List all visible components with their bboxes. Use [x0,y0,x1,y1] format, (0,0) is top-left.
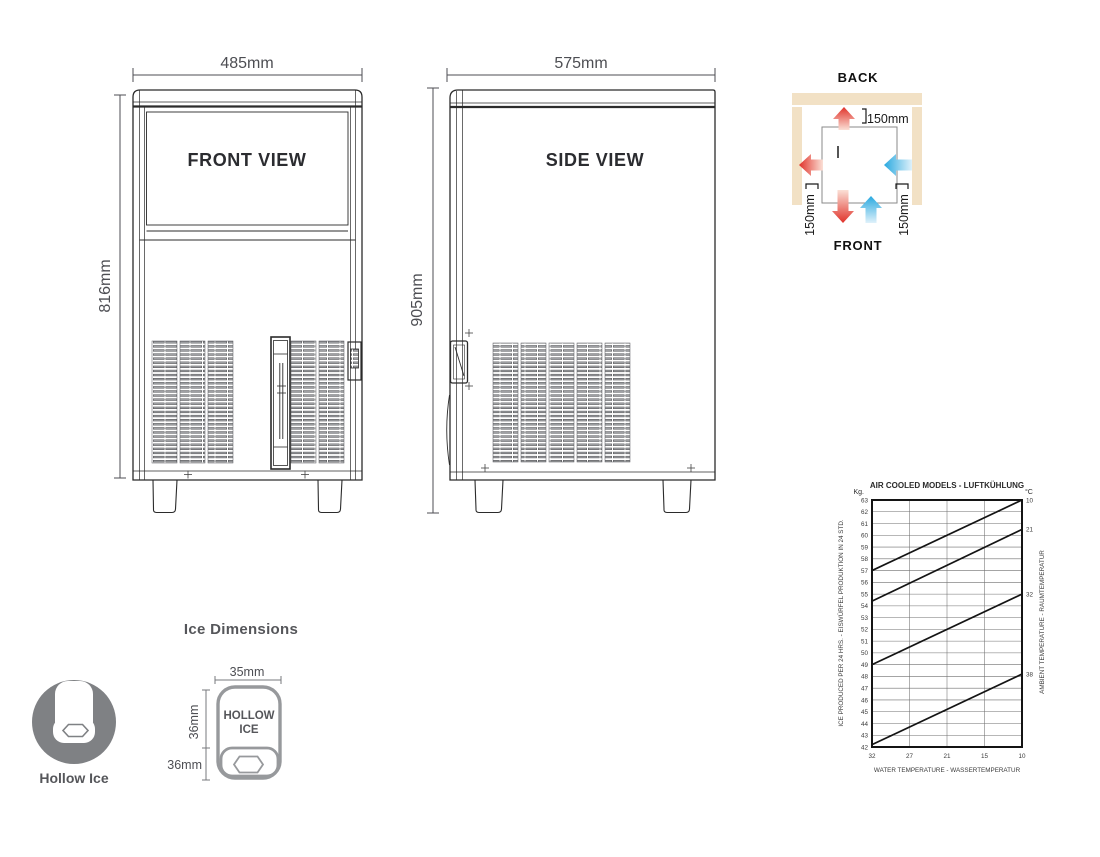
y-tick-label: 42 [861,744,869,751]
x-tick-label: 15 [981,753,989,760]
y-tick-label: 45 [861,709,869,716]
ice-height-label: 36mm [187,705,201,740]
hot-air-arrow-left-icon [799,154,823,176]
ice-dimensions-title: Ice Dimensions [183,621,299,638]
side-height-dimension: 905mm [409,87,439,514]
y-tick-label: 56 [861,580,869,587]
x-tick-label: 27 [906,753,914,760]
chart-title: AIR COOLED MODELS - LUFTKÜHLUNG [870,481,1024,490]
side-view-title: SIDE VIEW [546,150,644,170]
clearance-left-label: 150mm [803,194,817,236]
side-height-label: 905mm [409,273,426,326]
front-height-label: 816mm [97,259,114,312]
chart-left-unit: Kg. [853,489,864,496]
y-tick-label: 43 [861,733,869,740]
chart-border [871,499,1023,748]
ice-cube-drawing: 35mm HOLLOW ICE 36mm 36mm [167,665,282,781]
y-tick-label: 55 [861,591,869,598]
ice-width-dimension [214,676,282,684]
front-screw-marks [184,470,309,479]
hollow-ice-glyph-icon [53,681,95,743]
right-tick-label: 38 [1026,671,1034,678]
front-legs [152,479,343,514]
y-tick-label: 59 [861,544,869,551]
y-tick-label: 47 [861,685,869,692]
series-line-10 [871,499,1023,572]
series-line-32 [871,593,1023,666]
ice-height-dimension [202,689,210,781]
y-tick-label: 62 [861,509,869,516]
hot-air-arrow-down-icon [832,190,854,223]
front-view-title: FRONT VIEW [188,150,307,170]
clearance-walls [792,93,922,205]
clearance-right-label: 150mm [897,194,911,236]
y-tick-label: 46 [861,697,869,704]
y-tick-label: 48 [861,674,869,681]
front-width-label: 485mm [220,55,273,72]
ice-cube-outline-icon [216,685,282,780]
side-view-drawing: 575mm 905mm SIDE VIEW [409,55,716,514]
y-tick-label: 61 [861,521,869,528]
front-side-latch [347,341,362,381]
ice-cube-word2: ICE [239,724,259,736]
y-tick-label: 57 [861,568,869,575]
side-screw-marks [465,329,695,472]
hollow-ice-label: Hollow Ice [39,770,108,786]
chart-ylabel: ICE PRODUCED PER 24 HRS. - EISWÜRFEL PRO… [837,519,845,726]
side-door-latch [449,340,469,384]
ice-width-label: 35mm [230,665,265,679]
production-chart: AIR COOLED MODELS - LUFTKÜHLUNG Kg. °C 4… [837,481,1046,774]
y-tick-label: 54 [861,603,869,610]
side-vent-grilles [492,342,631,463]
side-legs [474,479,692,514]
chart-xlabel: WATER TEMPERATURE - WASSERTEMPERATUR [874,767,1021,774]
front-width-dimension: 485mm [132,55,363,82]
front-vent-grilles [151,340,345,464]
front-cabinet-outline [132,89,363,481]
clearance-diagram: BACK 150mm 150mm 150mm FRONT [792,70,922,253]
series-line-21 [871,528,1023,602]
y-tick-label: 58 [861,556,869,563]
x-tick-label: 10 [1018,753,1026,760]
clearance-brackets [805,108,909,189]
front-view-drawing: 485mm 816mm FRONT VIEW [97,55,363,514]
y-tick-label: 50 [861,650,869,657]
y-tick-label: 49 [861,662,869,669]
hollow-ice-badge: Hollow Ice [32,680,116,786]
cold-air-arrow-up-icon [860,196,882,223]
clearance-top-label: 150mm [867,112,909,126]
side-width-dimension: 575mm [446,55,716,82]
right-tick-label: 10 [1026,497,1034,504]
y-tick-label: 51 [861,638,869,645]
chart-right-label: AMBIENT TEMPERATURE - RAUMTEMPERATUR [1039,550,1046,694]
clearance-front-label: FRONT [834,238,883,253]
cold-air-arrow-in-icon [884,154,912,176]
hot-air-arrow-up-icon [833,107,855,130]
side-cabinet-outline [446,89,716,481]
right-tick-label: 21 [1026,527,1034,534]
series-line-38 [871,673,1023,746]
y-tick-label: 60 [861,533,869,540]
front-height-dimension: 816mm [97,94,126,479]
chart-plot-area: 42 43 44 45 46 47 48 49 50 51 52 53 54 55 56 57 58 59 60 61… [861,497,1034,760]
ice-depth-label: 36mm [167,758,202,772]
x-tick-label: 21 [943,753,951,760]
front-control-strip [270,336,291,470]
ice-cube-word1: HOLLOW [223,710,274,722]
y-tick-label: 52 [861,627,869,634]
y-tick-label: 44 [861,721,869,728]
side-width-label: 575mm [554,55,607,72]
clearance-back-label: BACK [838,70,879,85]
y-tick-label: 53 [861,615,869,622]
y-tick-label: 63 [861,497,869,504]
chart-right-unit: °C [1025,488,1033,496]
x-tick-label: 32 [868,753,876,760]
right-tick-label: 32 [1026,591,1034,598]
